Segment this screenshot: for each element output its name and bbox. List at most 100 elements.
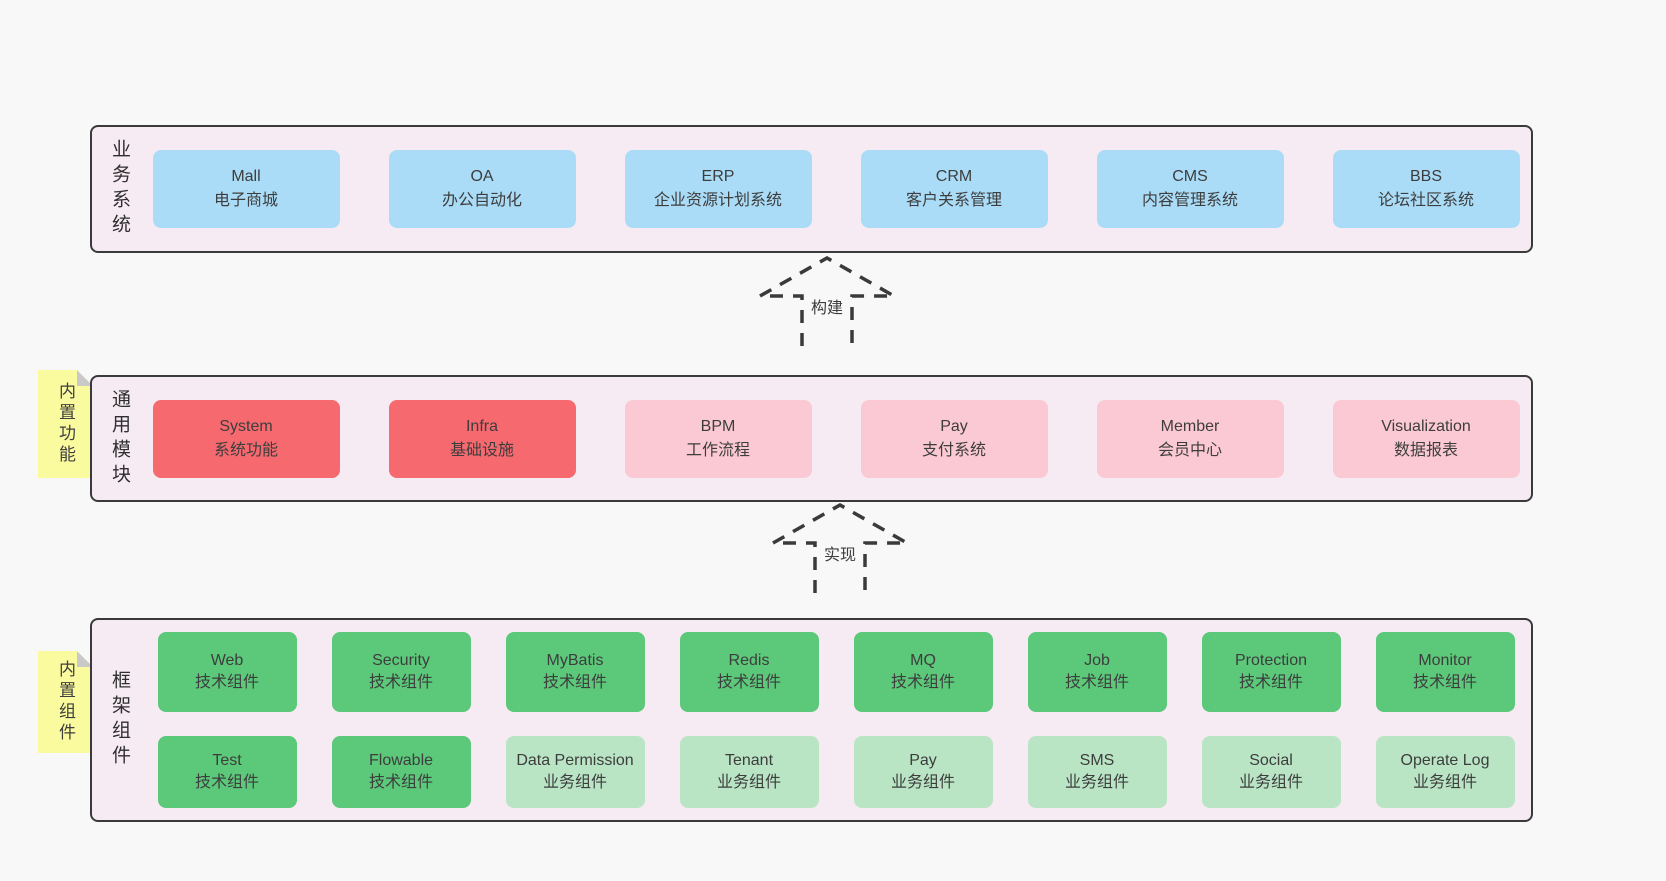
box-title: Infra: [465, 417, 498, 435]
framework-components-panel: 框架组件 Web 技术组件 Security 技术组件 MyBatis 技术组件…: [90, 618, 1533, 822]
box-cms: CMS 内容管理系统: [1096, 150, 1284, 228]
box-erp: ERP 企业资源计划系统: [624, 150, 812, 228]
framework-row-2: Test 技术组件 Flowable 技术组件 Data Permission …: [157, 736, 1515, 808]
box-subtitle: 会员中心: [1157, 441, 1222, 459]
box-security: Security 技术组件: [331, 632, 471, 712]
box-title: OA: [470, 168, 494, 185]
dashed-up-arrow-icon: [757, 256, 897, 346]
business-systems-label: 业务系统: [109, 139, 130, 239]
build-arrow-label: 构建: [807, 294, 847, 318]
box-subtitle: 数据报表: [1393, 441, 1458, 459]
box-visualization: Visualization 数据报表: [1332, 399, 1520, 478]
box-subtitle: 内容管理系统: [1141, 192, 1238, 209]
box-title: CMS: [1172, 168, 1208, 185]
box-subtitle: 技术组件: [194, 674, 259, 691]
box-subtitle: 业务组件: [1064, 774, 1129, 791]
box-subtitle: 办公自动化: [441, 192, 522, 209]
built-in-components-sticky: 内置组件: [38, 651, 93, 753]
box-crm: CRM 客户关系管理: [860, 150, 1048, 228]
box-pay: Pay 支付系统: [860, 399, 1048, 478]
box-subtitle: 技术组件: [194, 774, 259, 791]
box-oa: OA 办公自动化: [388, 150, 576, 228]
box-monitor: Monitor 技术组件: [1375, 632, 1515, 712]
box-subtitle: 业务组件: [716, 774, 781, 791]
box-subtitle: 技术组件: [1412, 674, 1477, 691]
box-bpm: BPM 工作流程: [624, 399, 812, 478]
common-modules-panel: 通用模块 System 系统功能 Infra 基础设施 BPM 工作流程 Pay…: [90, 375, 1533, 502]
box-subtitle: 基础设施: [449, 441, 514, 459]
box-subtitle: 论坛社区系统: [1377, 192, 1474, 209]
box-member: Member 会员中心: [1096, 399, 1284, 478]
box-title: Job: [1084, 652, 1110, 670]
framework-row-1: Web 技术组件 Security 技术组件 MyBatis 技术组件 Redi…: [157, 632, 1515, 712]
box-sms: SMS 业务组件: [1027, 736, 1167, 808]
box-subtitle: 工作流程: [685, 441, 750, 459]
box-subtitle: 客户关系管理: [905, 192, 1002, 209]
box-title: Data Permission: [516, 752, 634, 770]
framework-components-grid: Web 技术组件 Security 技术组件 MyBatis 技术组件 Redi…: [141, 632, 1531, 808]
box-title: Monitor: [1418, 652, 1472, 670]
box-subtitle: 技术组件: [1064, 674, 1129, 691]
implement-arrow-label: 实现: [820, 541, 860, 565]
box-title: SMS: [1079, 752, 1115, 770]
box-subtitle: 支付系统: [921, 441, 986, 459]
box-system: System 系统功能: [152, 399, 340, 478]
box-mq: MQ 技术组件: [853, 632, 993, 712]
box-title: Test: [212, 752, 242, 770]
box-subtitle: 技术组件: [890, 674, 955, 691]
box-title: MyBatis: [546, 652, 604, 670]
box-infra: Infra 基础设施: [388, 399, 576, 478]
box-mybatis: MyBatis 技术组件: [505, 632, 645, 712]
box-title: Web: [210, 652, 244, 670]
box-title: Operate Log: [1400, 752, 1490, 770]
box-subtitle: 企业资源计划系统: [653, 192, 782, 209]
built-in-features-label: 内置功能: [56, 382, 75, 466]
box-title: Visualization: [1381, 417, 1471, 435]
box-title: Pay: [940, 417, 968, 435]
box-title: Member: [1160, 417, 1220, 435]
box-subtitle: 业务组件: [1238, 774, 1303, 791]
box-bbs: BBS 论坛社区系统: [1332, 150, 1520, 228]
box-flowable: Flowable 技术组件: [331, 736, 471, 808]
box-title: CRM: [935, 168, 973, 185]
box-operate-log: Operate Log 业务组件: [1375, 736, 1515, 808]
common-modules-boxes: System 系统功能 Infra 基础设施 BPM 工作流程 Pay 支付系统…: [141, 399, 1531, 478]
box-subtitle: 电子商城: [213, 192, 278, 209]
box-title: Mall: [231, 168, 261, 185]
box-tenant: Tenant 业务组件: [679, 736, 819, 808]
box-protection: Protection 技术组件: [1201, 632, 1341, 712]
box-social: Social 业务组件: [1201, 736, 1341, 808]
built-in-features-sticky: 内置功能: [38, 370, 93, 478]
business-systems-panel: 业务系统 Mall 电子商城 OA 办公自动化 ERP 企业资源计划系统 CRM…: [90, 125, 1533, 253]
common-modules-label: 通用模块: [109, 388, 130, 489]
box-subtitle: 业务组件: [890, 774, 955, 791]
box-title: Social: [1249, 752, 1293, 770]
box-title: Security: [372, 652, 430, 670]
box-subtitle: 技术组件: [1238, 674, 1303, 691]
box-subtitle: 技术组件: [368, 774, 433, 791]
box-title: Pay: [909, 752, 937, 770]
box-title: BBS: [1409, 168, 1442, 185]
box-title: Redis: [728, 652, 770, 670]
business-systems-boxes: Mall 电子商城 OA 办公自动化 ERP 企业资源计划系统 CRM 客户关系…: [141, 150, 1531, 228]
box-web: Web 技术组件: [157, 632, 297, 712]
framework-components-label: 框架组件: [109, 670, 130, 770]
implement-arrow: 实现: [770, 503, 910, 595]
box-mall: Mall 电子商城: [152, 150, 340, 228]
box-subtitle: 系统功能: [213, 441, 278, 459]
box-pay-biz: Pay 业务组件: [853, 736, 993, 808]
box-subtitle: 业务组件: [1412, 774, 1477, 791]
box-job: Job 技术组件: [1027, 632, 1167, 712]
box-title: MQ: [910, 652, 936, 670]
box-test: Test 技术组件: [157, 736, 297, 808]
dashed-up-arrow-icon: [770, 503, 910, 593]
box-subtitle: 技术组件: [716, 674, 781, 691]
box-title: System: [219, 417, 273, 435]
box-title: Protection: [1234, 652, 1308, 670]
box-data-permission: Data Permission 业务组件: [505, 736, 645, 808]
box-title: BPM: [700, 417, 736, 435]
box-title: ERP: [701, 168, 735, 185]
build-arrow: 构建: [757, 256, 897, 348]
box-subtitle: 技术组件: [542, 674, 607, 691]
